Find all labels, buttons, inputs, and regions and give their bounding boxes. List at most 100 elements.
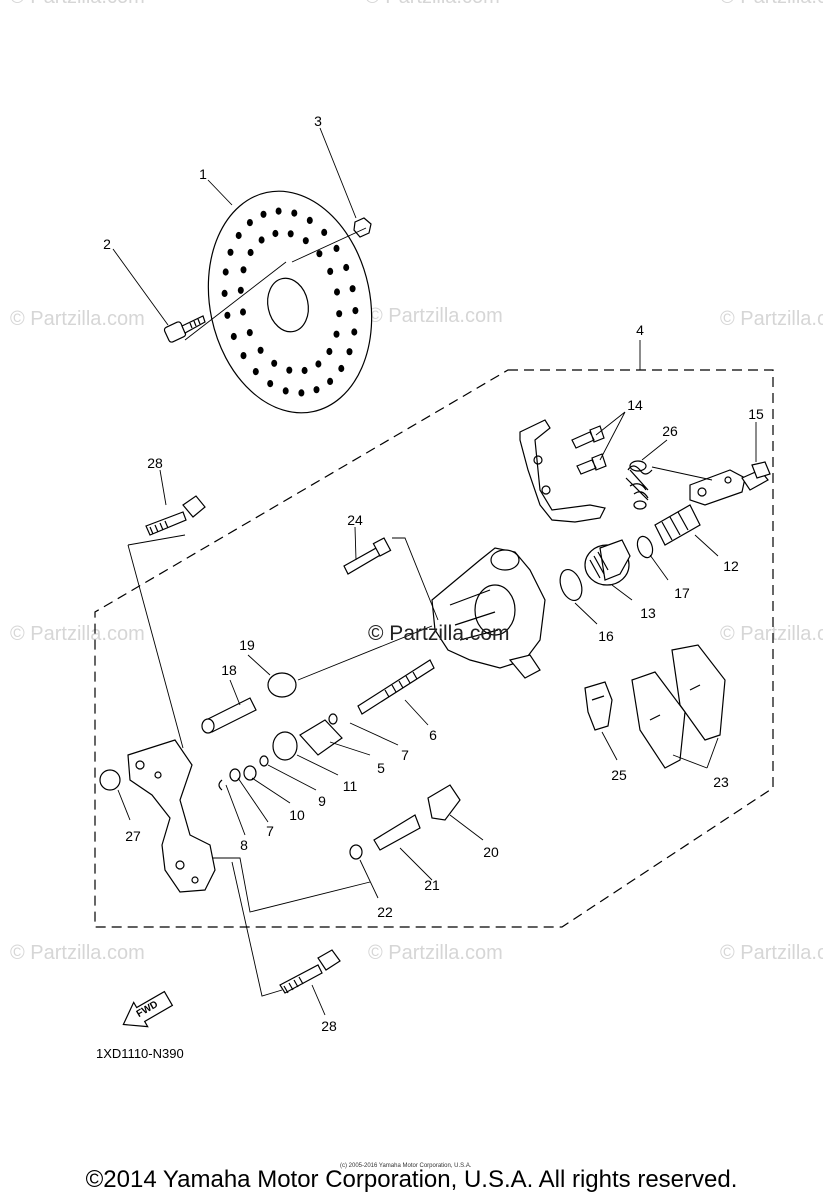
clip-8 [218, 779, 223, 791]
bracket-bolt-upper [571, 425, 605, 449]
watermark: © Partzilla.com [368, 942, 503, 964]
disc-hole [286, 366, 293, 374]
disc-hole [316, 250, 323, 258]
tiny-note: (c) 2005-2016 Yamaha Motor Corporation, … [340, 1163, 472, 1169]
callout-15: 15 [748, 406, 764, 422]
callout-8: 8 [240, 837, 248, 853]
disc-hole [351, 328, 358, 336]
disc-hole [275, 207, 282, 215]
callout-25: 25 [611, 767, 627, 783]
disc-hole [349, 285, 356, 293]
fwd-arrow [122, 990, 174, 1028]
brake-pads-part [631, 644, 726, 769]
disc-bolt-part [163, 315, 206, 343]
callout-20: 20 [483, 844, 499, 860]
disc-hole [327, 267, 334, 275]
disc-hole [298, 389, 305, 397]
disc-hole [257, 346, 264, 354]
disc-hole [287, 230, 294, 238]
callout-9: 9 [318, 793, 326, 809]
callout-17: 17 [674, 585, 690, 601]
disc-hole [336, 310, 343, 318]
washer-10 [243, 765, 257, 781]
watermark: © Partzilla.com [368, 305, 503, 327]
callout-11: 11 [342, 778, 358, 794]
disc-hole [260, 210, 267, 218]
disc-hole [313, 386, 320, 394]
pad-clip-part [584, 681, 613, 731]
caliper-body-part [431, 547, 546, 679]
callout-3: 3 [314, 113, 322, 129]
seal-11 [272, 731, 298, 761]
disc-hole [252, 368, 259, 376]
diagram-code: 1XD1110-N390 [96, 1046, 184, 1061]
callout-18: 18 [221, 662, 237, 678]
disc-hole [247, 248, 254, 257]
watermark: © Partzilla.com [10, 308, 145, 330]
pin-21 [373, 814, 421, 851]
callout-23: 23 [713, 774, 729, 790]
disc-hole [258, 236, 265, 244]
disc-hole [315, 360, 322, 368]
watermark: © Partzilla.com [10, 942, 145, 964]
disc-hole [246, 219, 253, 227]
disc-hole [271, 359, 278, 367]
disc-hole [246, 329, 253, 337]
copyright-footer: ©2014 Yamaha Motor Corporation, U.S.A. A… [85, 1166, 738, 1193]
callout-13: 13 [640, 605, 656, 621]
nut-27 [99, 769, 121, 791]
boot-part [654, 504, 701, 546]
callout-24: 24 [347, 512, 363, 528]
callout-7-right: 7 [401, 747, 409, 763]
disc-hole [272, 229, 279, 238]
disc-hole [334, 288, 340, 296]
watermark: © Partzilla.com [720, 623, 823, 645]
callout-12: 12 [723, 558, 739, 574]
callout-2: 2 [103, 236, 111, 252]
callout-26: 26 [662, 423, 678, 439]
disc-nut-part [353, 217, 372, 238]
callout-28-lower: 28 [321, 1018, 337, 1034]
disc-hole [352, 307, 359, 315]
bracket-part [127, 739, 216, 893]
bracket-bolt-part-upper [145, 495, 206, 536]
callout-16: 16 [598, 628, 614, 644]
disc-hole [333, 244, 340, 252]
boot-19 [267, 672, 297, 698]
disc-hole [222, 268, 229, 276]
pin-bolt-part [343, 537, 392, 575]
o-ring-17 [636, 535, 654, 559]
piston-part [299, 719, 343, 756]
lever-part [689, 461, 771, 506]
callout-6: 6 [429, 727, 437, 743]
disc-hole [346, 348, 353, 356]
callout-5: 5 [377, 760, 385, 776]
disc-hole [221, 289, 228, 297]
disc-hole [321, 228, 328, 236]
disc-hole [282, 387, 289, 395]
pad-bracket-part [519, 419, 606, 523]
disc-hole [291, 209, 298, 217]
disc-hole [301, 366, 308, 375]
disc-hole [235, 231, 242, 240]
callout-14: 14 [627, 397, 643, 413]
disc-hole [227, 248, 234, 256]
watermark: © Partzilla.com [10, 0, 145, 9]
callout-22: 22 [377, 904, 393, 920]
disc-hole [326, 347, 333, 356]
assembly-outline [94, 369, 774, 928]
watermark: © Partzilla.com [10, 623, 145, 645]
callout-7-left: 7 [266, 823, 274, 839]
disc-hole [302, 237, 309, 245]
disc-hole [306, 216, 313, 224]
boot-20 [427, 784, 461, 821]
adjuster-part [584, 539, 631, 586]
watermark: © Partzilla.com [720, 308, 823, 330]
watermark-center: © Partzilla.com [368, 622, 510, 645]
watermark: © Partzilla.com [720, 942, 823, 964]
washer-7b [328, 713, 338, 725]
callout-10: 10 [289, 807, 305, 823]
slide-pin-18 [201, 697, 257, 734]
washer-7a [229, 768, 241, 782]
disc-hole [267, 380, 274, 388]
